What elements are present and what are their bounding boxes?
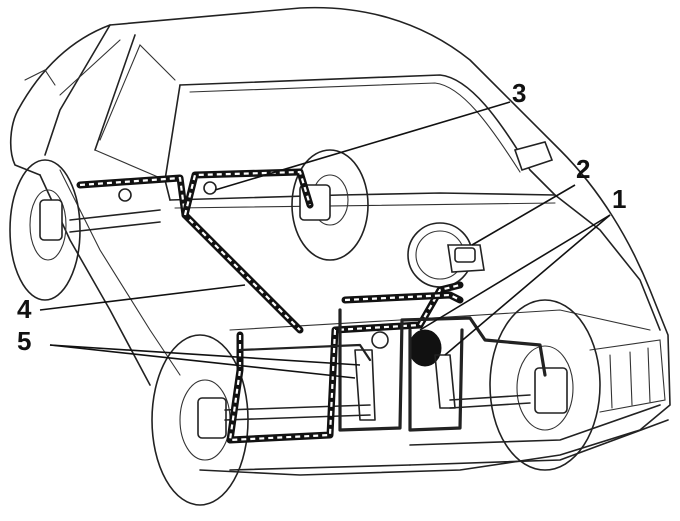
master-cylinder	[447, 244, 485, 273]
front-brake-lines	[238, 308, 547, 432]
callout-1: 1	[612, 184, 626, 214]
front-right-wheel	[489, 299, 601, 471]
driveshafts	[69, 209, 531, 421]
callout-4: 4	[17, 294, 32, 324]
callout-5: 5	[17, 326, 31, 356]
rear-right-wheel	[291, 149, 369, 261]
callout-2: 2	[576, 154, 590, 184]
leader-lines	[39, 101, 611, 379]
brake-lines	[76, 168, 464, 444]
callout-labels: 3 2 1 4 5	[17, 78, 626, 356]
rear-left-wheel	[9, 159, 81, 301]
rear-brake-linkage	[118, 181, 456, 421]
callout-3: 3	[512, 78, 526, 108]
